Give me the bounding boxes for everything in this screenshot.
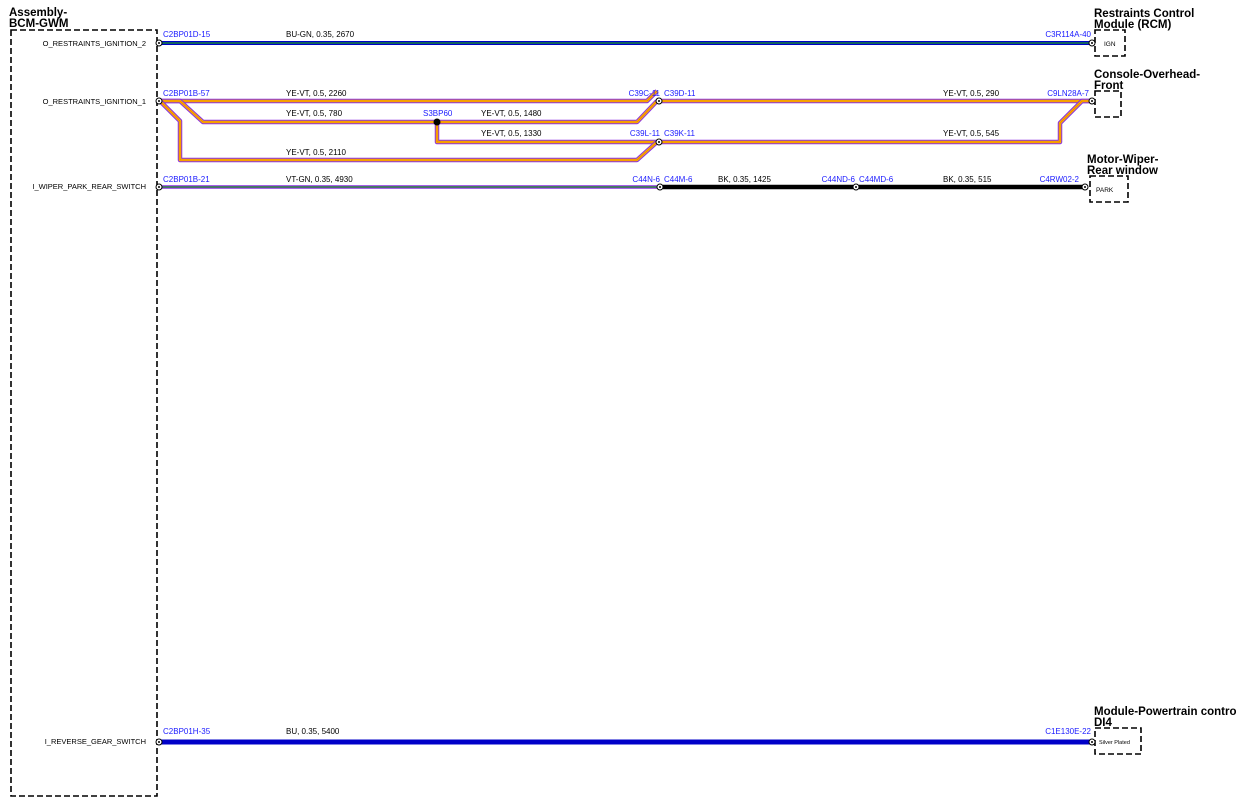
wires-group [158, 41, 1092, 745]
terminal-bcm-ign2-core [158, 42, 160, 44]
wire-label-ign2: BU-GN, 0.35, 2670 [286, 30, 355, 39]
terminal-c39l-c39k-core [658, 141, 660, 143]
console-title-line1: Console-Overhead- [1094, 69, 1200, 81]
wire-label-ign1-d: YE-VT, 0.5, 1330 [481, 129, 542, 138]
wire-label-reverse: BU, 0.35, 5400 [286, 727, 340, 736]
connector-c39l-11: C39L-11 [630, 129, 661, 138]
wire-label-ign1-e: YE-VT, 0.5, 2110 [286, 148, 346, 157]
terminal-bcm-ign1-core [158, 100, 160, 102]
connector-c44n-6: C44N-6 [632, 175, 660, 184]
pcm-title-line2: DI4 [1094, 717, 1113, 729]
connector-c44md-6: C44MD-6 [859, 175, 894, 184]
connector-c44nd-6: C44ND-6 [822, 175, 856, 184]
wiper-title-line2: Rear window [1087, 165, 1158, 177]
wiper-module-box [1089, 175, 1129, 203]
splice-s3bp60-label: S3BP60 [423, 109, 453, 118]
wire-label-ign1-g: YE-VT, 0.5, 545 [943, 129, 1000, 138]
wire-ign1-a [160, 89, 659, 104]
terminal-c44nd-c44md-core [855, 186, 857, 188]
wire-label-ign1-b: YE-VT, 0.5, 780 [286, 109, 343, 118]
connector-c2bp01h-35: C2BP01H-35 [163, 727, 211, 736]
signal-wiper: I_WIPER_PARK_REAR_SWITCH [32, 182, 146, 191]
pin-ign-label: IGN [1104, 41, 1116, 48]
bcm-module-box [10, 29, 158, 797]
splice-s3bp60-dot [433, 118, 441, 126]
pin-park-label: PARK [1096, 187, 1114, 194]
connector-c4rw02-2: C4RW02-2 [1040, 175, 1080, 184]
signal-ign2: O_RESTRAINTS_IGNITION_2 [43, 39, 146, 48]
signal-reverse: I_REVERSE_GEAR_SWITCH [45, 737, 146, 746]
terminal-bcm-reverse-core [158, 741, 160, 743]
wire-ign1-d [434, 122, 657, 145]
rcm-title-line2: Module (RCM) [1094, 19, 1171, 31]
wire-ign1-b [160, 98, 437, 125]
rcm-title-line1: Restraints Control [1094, 8, 1194, 20]
terminal-pcm-core [1091, 741, 1093, 743]
terminals-group [155, 39, 1096, 746]
signal-ign1: O_RESTRAINTS_IGNITION_1 [43, 97, 146, 106]
console-title-line2: Front [1094, 80, 1124, 92]
connector-c2bp01d-15: C2BP01D-15 [163, 30, 211, 39]
terminal-bcm-wiper-core [158, 186, 160, 188]
wire-label-ign1-a: YE-VT, 0.5, 2260 [286, 89, 347, 98]
connector-c39d-11: C39D-11 [664, 89, 696, 98]
bcm-title-line1: Assembly- [9, 7, 67, 19]
wire-label-ign1-f: YE-VT, 0.5, 290 [943, 89, 1000, 98]
wire-label-wiper-a: VT-GN, 0.35, 4930 [286, 175, 353, 184]
terminal-c39c-c39d-core [658, 100, 660, 102]
wire-ign1-c [437, 99, 659, 125]
pcm-title-line1: Module-Powertrain control- [1094, 706, 1236, 718]
connector-c39c-11: C39C-11 [629, 89, 661, 98]
terminal-wiper-park-core [1084, 186, 1086, 188]
terminal-console-core [1091, 100, 1093, 102]
console-module-box [1094, 90, 1122, 118]
wire-label-ign1-c: YE-VT, 0.5, 1480 [481, 109, 542, 118]
connector-c2bp01b-21: C2BP01B-21 [163, 175, 210, 184]
connector-c2bp01b-57: C2BP01B-57 [163, 89, 210, 98]
terminal-c44n-c44m-core [659, 186, 661, 188]
connector-c3r114a-40: C3R114A-40 [1045, 30, 1091, 39]
connector-c39k-11: C39K-11 [664, 129, 696, 138]
wire-label-wiper-c: BK, 0.35, 515 [943, 175, 992, 184]
bcm-title-line2: BCM-GWM [9, 18, 68, 30]
terminal-rcm-ign-core [1091, 42, 1093, 44]
pin-silver-label: Silver Plated [1099, 740, 1130, 746]
wire-ign1-g [662, 98, 1092, 145]
wire-ign1-e [158, 99, 659, 163]
wire-label-wiper-b: BK, 0.35, 1425 [718, 175, 771, 184]
connector-c1e130e-22: C1E130E-22 [1045, 727, 1091, 736]
connector-c44m-6: C44M-6 [664, 175, 693, 184]
connector-c9ln28a-7: C9LN28A-7 [1047, 89, 1089, 98]
wiper-title-line1: Motor-Wiper- [1087, 154, 1159, 166]
